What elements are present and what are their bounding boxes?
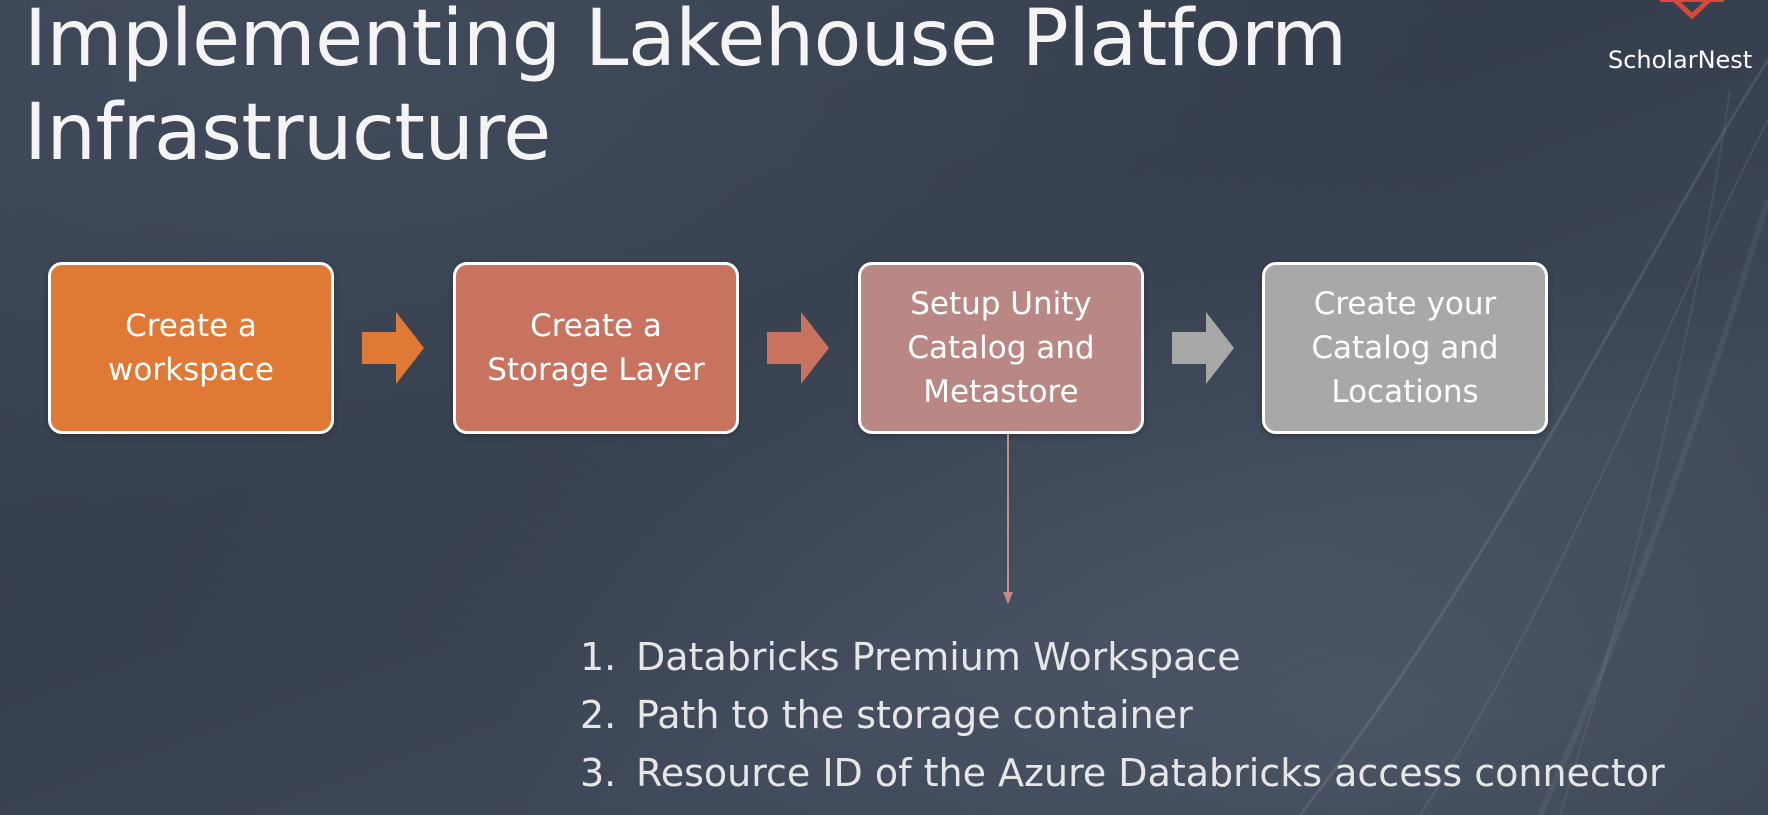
logo-triangle-icon: [1660, 0, 1724, 20]
step-create-catalog-locations: Create your Catalog and Locations: [1262, 262, 1548, 434]
step-create-workspace: Create a workspace: [48, 262, 334, 434]
right-arrow-icon: [767, 312, 829, 384]
slide-title: Implementing Lakehouse Platform Infrastr…: [24, 0, 1347, 178]
list-text: Resource ID of the Azure Databricks acce…: [636, 751, 1665, 795]
list-number: 3.: [580, 751, 617, 795]
list-item: 2. Path to the storage container: [580, 686, 1665, 744]
logo-text: ScholarNest: [1608, 46, 1753, 74]
right-arrow-icon: [1172, 312, 1234, 384]
list-item: 1. Databricks Premium Workspace: [580, 628, 1665, 686]
list-number: 1.: [580, 635, 617, 679]
step-create-storage-layer: Create a Storage Layer: [453, 262, 739, 434]
right-arrow-icon: [362, 312, 424, 384]
list-number: 2.: [580, 693, 617, 737]
requirements-list: 1. Databricks Premium Workspace 2. Path …: [580, 628, 1665, 802]
list-text: Path to the storage container: [636, 693, 1193, 737]
scholarnest-logo: ScholarNest: [1604, 0, 1768, 80]
step-setup-unity-catalog: Setup Unity Catalog and Metastore: [858, 262, 1144, 434]
list-item: 3. Resource ID of the Azure Databricks a…: [580, 744, 1665, 802]
down-arrow-connector: [1003, 434, 1013, 604]
list-text: Databricks Premium Workspace: [636, 635, 1241, 679]
